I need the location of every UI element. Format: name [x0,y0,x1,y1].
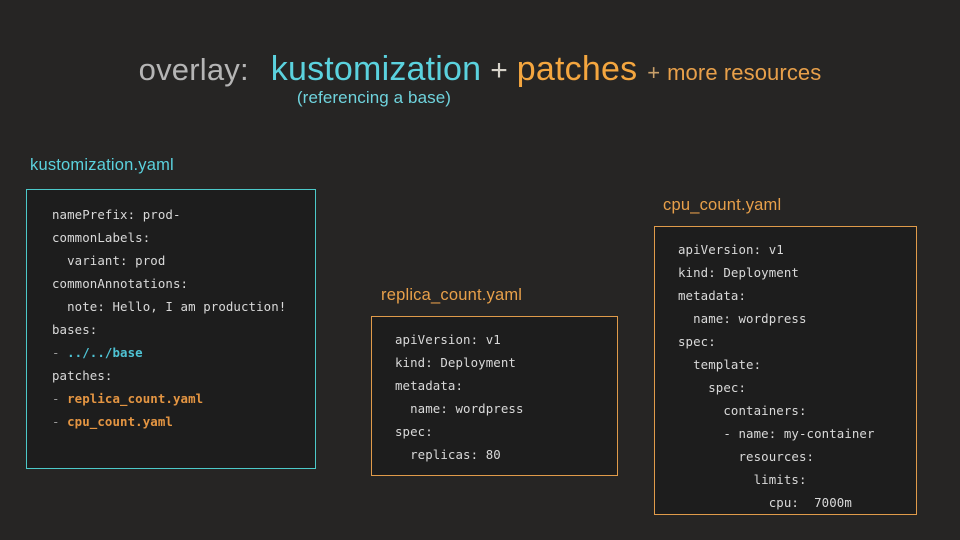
code-highlight: cpu_count.yaml [67,414,173,429]
code-line: metadata: [395,378,464,393]
card-label-kustomization: kustomization.yaml [30,156,174,174]
code-line: resources: [678,449,815,464]
code-line: metadata: [678,288,747,303]
code-line: variant: prod [52,253,166,268]
code-line: patches: [52,368,113,383]
code-block-kustomization: namePrefix: prod-commonLabels: variant: … [52,203,286,433]
code-line: name: wordpress [395,401,524,416]
list-dash: - [52,345,68,360]
code-highlight: ../../base [67,345,143,360]
code-line: spec: [678,334,716,349]
code-card-kustomization: namePrefix: prod-commonLabels: variant: … [26,189,316,469]
code-line: template: [678,357,762,372]
title-term-patches: patches [516,50,638,88]
code-line: kind: Deployment [395,355,516,370]
code-line: namePrefix: prod- [52,207,181,222]
code-line: name: wordpress [678,311,807,326]
card-label-cpu-count: cpu_count.yaml [663,196,782,214]
title-plus-1: + [490,54,508,87]
code-line: - cpu_count.yaml [52,410,286,433]
code-line: apiVersion: v1 [678,242,784,257]
code-line: - name: my-container [678,426,875,441]
title-plus-2: + [647,60,661,85]
code-highlight: replica_count.yaml [67,391,204,406]
code-line: - ../../base [52,341,286,364]
title-term-kustomization: kustomization [270,50,482,88]
code-line: limits: [678,472,807,487]
code-line: commonLabels: [52,230,151,245]
code-line: containers: [678,403,807,418]
title-prefix: overlay: [138,52,249,87]
code-line: spec: [678,380,747,395]
code-line: - replica_count.yaml [52,387,286,410]
slide-subtitle: (referencing a base) [296,88,452,107]
code-line: commonAnnotations: [52,276,189,291]
code-line: note: Hello, I am production! [52,299,287,314]
code-line: bases: [52,322,98,337]
code-line: kind: Deployment [678,265,799,280]
list-dash: - [52,391,68,406]
title-term-more-resources: more resources [667,60,822,85]
code-line: replicas: 80 [395,447,501,462]
slide-title: overlay:kustomization+patches+more resou… [0,50,960,89]
code-line: spec: [395,424,433,439]
card-label-replica-count: replica_count.yaml [381,286,523,304]
code-line: cpu: 7000m [678,495,852,510]
list-dash: - [52,414,68,429]
code-line: apiVersion: v1 [395,332,501,347]
